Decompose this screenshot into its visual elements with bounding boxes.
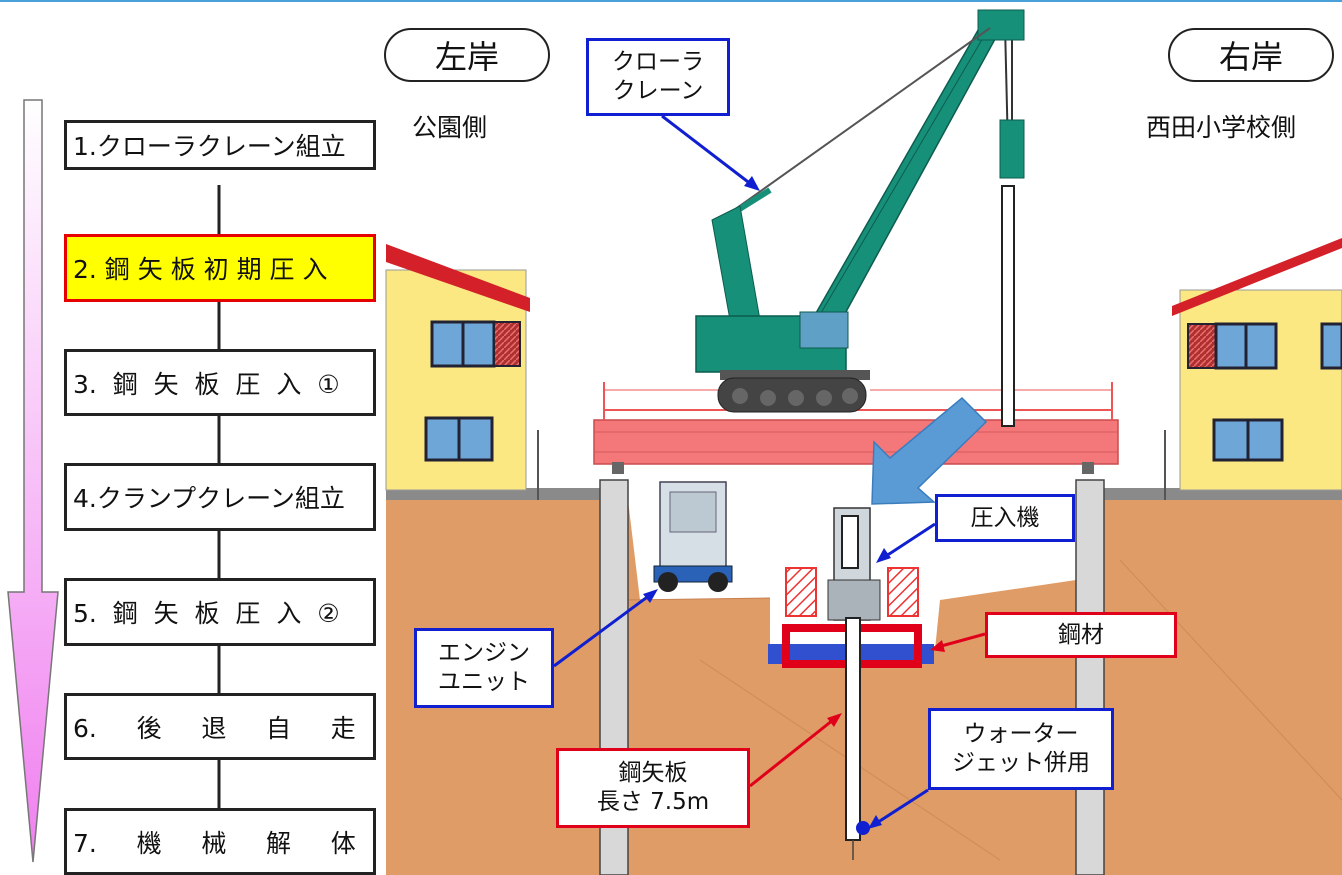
right-bank-label: 右岸 (1168, 28, 1334, 82)
step-5: 5. 鋼 矢 板 圧 入 ② (64, 578, 376, 646)
step-2: 2. 鋼 矢 板 初 期 圧 入 (64, 234, 376, 302)
move-arrow (871, 396, 988, 505)
right-house (1172, 238, 1342, 491)
callout-leaders (553, 114, 986, 829)
right-bank-sub: 西田小学校側 (1146, 113, 1297, 142)
step-6: 6. 後 退 自 走 (64, 693, 376, 760)
left-house (385, 244, 530, 491)
step-1: 1.クローラクレーン組立 (64, 120, 376, 170)
step-7: 7. 機 械 解 体 (64, 808, 376, 875)
step-3: 3. 鋼 矢 板 圧 入 ① (64, 349, 376, 416)
crawler-crane (695, 9, 1025, 413)
step-4: 4.クランプクレーン組立 (64, 463, 376, 531)
hanging-pile (1001, 185, 1015, 427)
steel-callout: 鋼材 (985, 612, 1177, 658)
water-jet-callout: ウォーター ジェット併用 (928, 708, 1114, 790)
left-bank-sub: 公園側 (412, 113, 488, 142)
engine-callout: エンジン ユニット (414, 628, 554, 708)
pile-callout: 鋼矢板 長さ 7.5m (556, 748, 750, 828)
press-callout: 圧入機 (935, 494, 1075, 542)
flow-down-arrow (7, 99, 59, 863)
engine-unit-illustration (653, 481, 733, 592)
crane-callout: クローラ クレーン (586, 38, 730, 116)
left-bank-label: 左岸 (384, 28, 550, 82)
work-platform (593, 382, 1119, 474)
water-jet-point (856, 821, 870, 835)
steel-sheet-pile (845, 617, 861, 841)
